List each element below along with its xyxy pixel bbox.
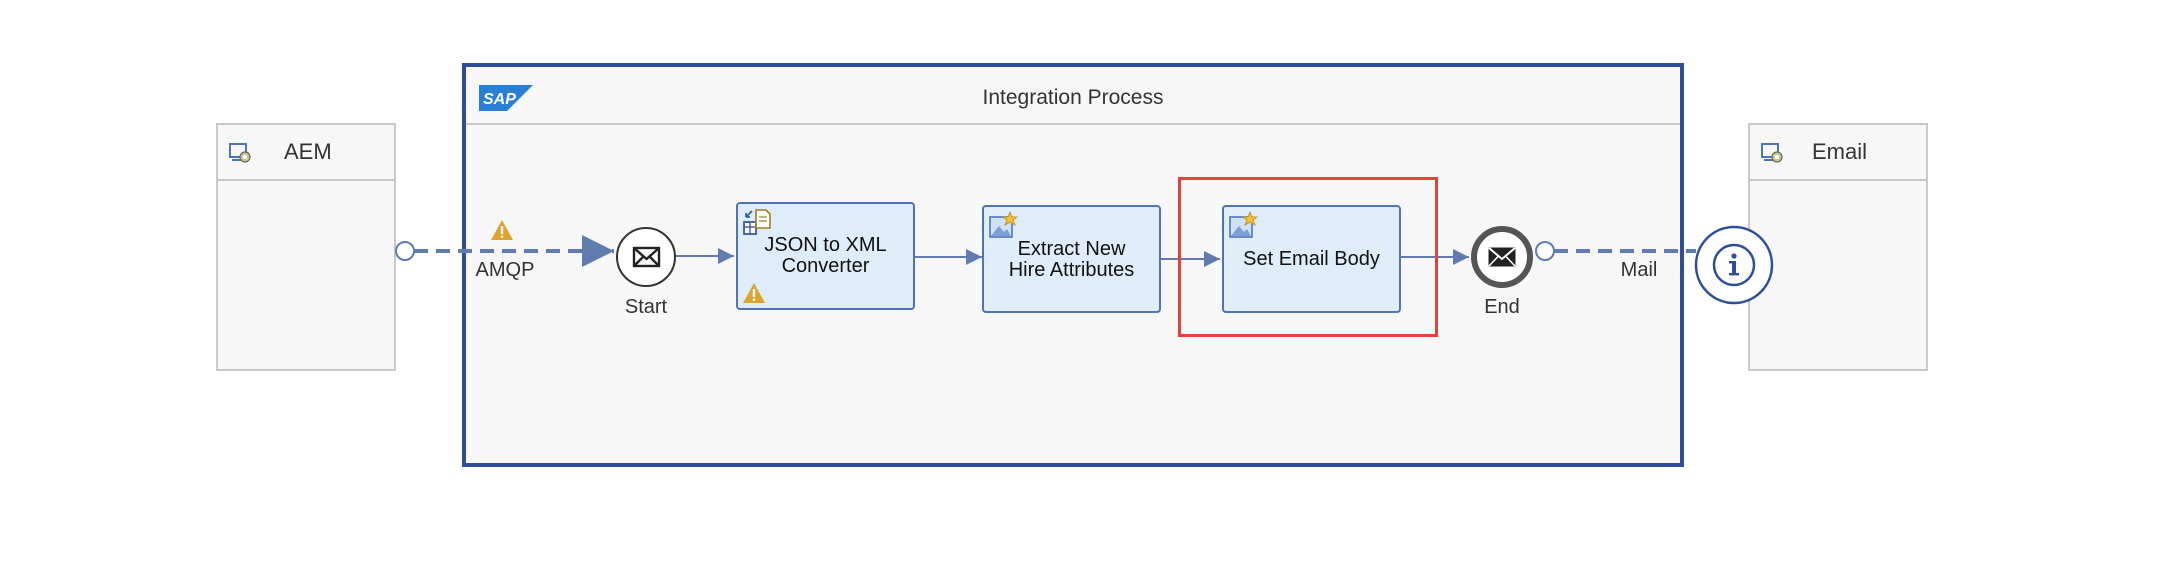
info-icon[interactable]	[1694, 225, 1774, 305]
sender-participant[interactable]: AEM	[216, 123, 396, 371]
start-event[interactable]	[615, 226, 677, 288]
integration-process-title: Integration Process	[982, 86, 1164, 109]
sender-channel[interactable]	[395, 235, 614, 267]
extract-new-hire-attributes-label: Extract New Hire Attributes	[1008, 238, 1135, 281]
content-modifier-icon	[1229, 211, 1258, 238]
sender-participant-header: AEM	[218, 125, 394, 181]
sender-participant-label: AEM	[284, 139, 332, 164]
warning-icon[interactable]	[742, 282, 766, 304]
converter-icon	[743, 209, 771, 235]
receiver-participant[interactable]: Email	[1748, 123, 1928, 371]
content-modifier-icon	[989, 211, 1018, 238]
start-event-label: Start	[624, 296, 668, 318]
sender-channel-label[interactable]: AMQP	[475, 259, 535, 281]
sap-logo-text: SAP	[483, 91, 516, 108]
integration-process-header: SAP Integration Process	[466, 67, 1680, 125]
set-email-body-label: Set Email Body	[1243, 247, 1380, 270]
envelope-icon	[632, 246, 661, 268]
selection-highlight	[1178, 177, 1438, 337]
participant-icon	[229, 143, 251, 163]
warning-icon[interactable]	[490, 219, 514, 241]
extract-new-hire-attributes-step[interactable]: Extract New Hire Attributes	[982, 205, 1161, 313]
receiver-channel[interactable]	[1535, 241, 1696, 261]
receiver-participant-header: Email	[1750, 125, 1926, 181]
end-event[interactable]	[1470, 225, 1534, 289]
json-to-xml-converter-step[interactable]: JSON to XML Converter	[736, 202, 915, 310]
receiver-participant-label: Email	[1812, 139, 1868, 164]
json-to-xml-converter-label: JSON to XML Converter	[764, 234, 887, 277]
end-event-label: End	[1484, 296, 1520, 318]
envelope-icon	[1488, 247, 1516, 267]
receiver-channel-label[interactable]: Mail	[1620, 259, 1658, 281]
participant-icon	[1761, 143, 1783, 163]
set-email-body-step[interactable]: Set Email Body	[1222, 205, 1401, 313]
sap-logo: SAP	[479, 85, 533, 111]
